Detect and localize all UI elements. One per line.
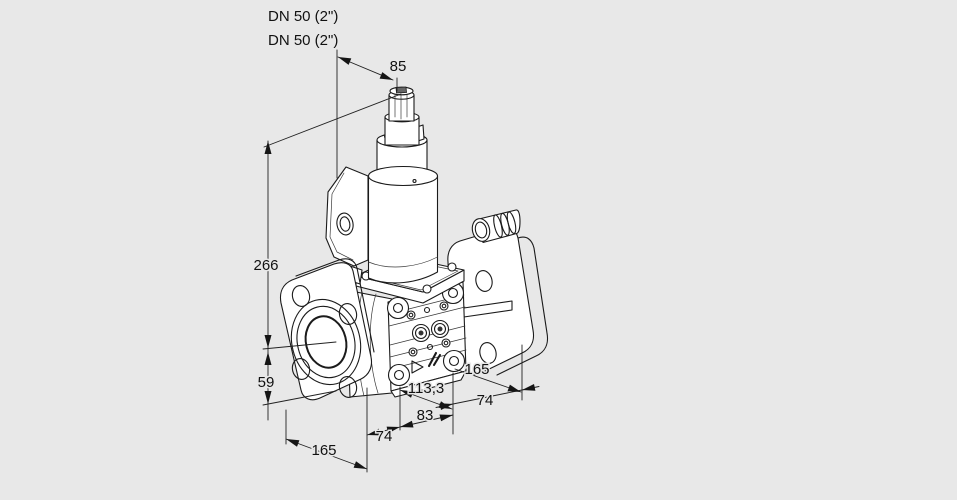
dn-label-1: DN 50 (2") [268,8,338,25]
corner-screw [442,349,466,373]
bolt-hole [479,342,497,364]
flow-direction-icon [411,360,424,374]
stem-grooves [394,92,408,120]
right-flange-rim [496,236,549,376]
dimension-line-74r [452,389,523,405]
small-screw [406,301,451,357]
dimension-annotations: DN 50 (2") DN 50 (2") 85 266 59 165 74 8… [252,7,540,473]
extension-line [262,341,337,350]
left-flange [279,258,375,401]
stem-slot [395,86,407,94]
gland-cap-face [474,221,488,239]
dimension-arrows [264,57,536,469]
dim-label-59: 59 [258,374,275,391]
left-flange-rim [295,258,375,353]
plate-post [422,284,432,294]
dim-label-83: 83 [417,407,434,424]
flange-raised-face [290,298,362,386]
actuator-vent-dot [412,178,417,184]
left-flange-face [279,262,373,401]
bolt-hole [338,303,358,325]
flange-face-ring [296,305,356,379]
flange-bore [304,315,348,369]
actuator-top [367,165,439,187]
pipe-neck-curve [369,293,379,394]
dim-label-113-3: 113,3 [408,380,444,397]
bolt-hole [475,270,493,292]
body-underside [390,370,467,398]
dim-label-165-left: 165 [311,442,336,459]
dim-label-165-right: 165 [464,361,489,378]
gland-barrel [480,209,521,244]
bolt-hole [291,285,311,307]
corner-screw [386,296,410,320]
pressure-tap [411,323,431,343]
extension-line [262,390,337,406]
dn-label-2: DN 50 (2") [268,32,338,49]
dimension-line-165l [285,438,368,470]
extension-line [263,93,402,148]
dim-label-266: 266 [253,257,278,274]
actuator-collar-line [368,256,438,268]
seal-mark-icon [427,351,442,368]
right-flange [447,227,549,376]
plate-post [447,262,457,272]
bolt-hole [338,376,358,398]
dim-label-74-bottom: 74 [376,428,393,445]
cable-gland [471,209,521,244]
dim-label-85: 85 [390,58,407,75]
gland-rib [506,211,517,234]
valve-stem [376,86,428,181]
bolt-hole [291,358,311,380]
corner-screw [387,363,411,387]
pressure-tap [430,319,450,339]
solenoid-actuator [367,165,439,284]
right-flange-face [447,227,535,376]
bracket-inner-edge [329,172,354,261]
conduit-hole-inner [339,216,351,232]
dim-label-74-right: 74 [477,392,494,409]
